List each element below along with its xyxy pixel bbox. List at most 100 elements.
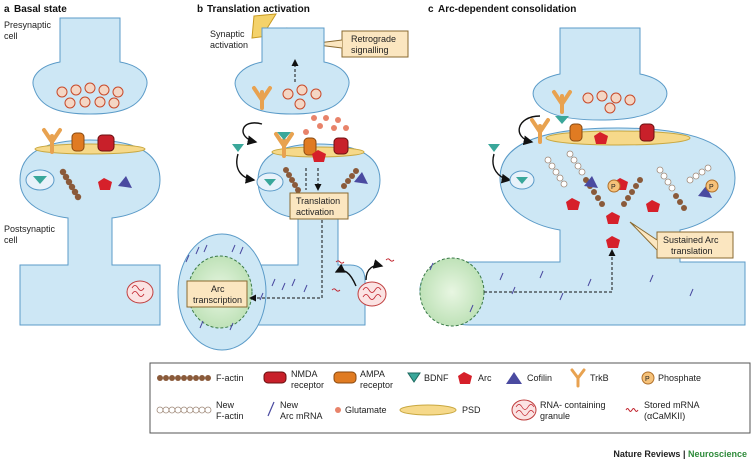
cofilin-c — [584, 176, 712, 198]
rna-granule-a — [126, 280, 154, 304]
panel-b: b Translation activation Synaptic activa… — [177, 4, 409, 351]
psd-a — [34, 143, 146, 155]
legend-phosphate-icon — [641, 371, 655, 385]
trkb-c — [530, 118, 550, 144]
credit-separator: | — [680, 449, 688, 459]
presynaptic-terminal-a — [32, 17, 148, 115]
presynaptic-label-2: cell — [4, 31, 18, 41]
synaptic-activation-1: Synaptic — [210, 29, 245, 39]
sustained-arc-pointer — [629, 221, 658, 251]
legend-factin — [157, 375, 211, 381]
stored-mrna-a — [131, 285, 145, 297]
legend-cofilin-icon — [506, 372, 522, 384]
ampa-c — [569, 123, 583, 142]
legend-ampa-icon — [333, 371, 357, 384]
panel-c-letter: c — [428, 4, 434, 15]
legend-nmda-icon — [263, 371, 287, 384]
factin-b — [283, 167, 301, 193]
bdnf-loop-arrow-c — [518, 115, 541, 146]
legend-new-arc-1: New — [280, 400, 299, 410]
phosphate-c: P P — [607, 179, 719, 193]
legend-cofilin-label: Cofilin — [527, 373, 552, 383]
legend-phosphate-label: Phosphate — [658, 373, 701, 383]
arc-a — [98, 178, 112, 190]
arc-transcription-box — [186, 280, 248, 308]
legend-nmda-1: NMDA — [291, 369, 318, 379]
nmda-a — [97, 134, 115, 152]
bdnf-secretion-arrow-c — [492, 153, 512, 184]
arc-transcription-1: Arc — [211, 284, 225, 294]
retrograde-box — [341, 30, 409, 58]
legend-psd-label: PSD — [462, 405, 481, 415]
translation-activation-box — [289, 192, 349, 220]
vesicles-a — [56, 82, 124, 109]
trkb-pre-c — [552, 90, 572, 114]
bdnf-in-granule-b — [264, 179, 276, 186]
bdnf-free-c — [488, 144, 500, 152]
factin-a — [59, 168, 82, 201]
granule-release-arrow-b — [334, 263, 357, 287]
phosphate-symbol-c1: P — [611, 184, 616, 191]
legend-arc-icon — [458, 372, 472, 384]
bdnf-pre-c — [555, 116, 569, 124]
legend-ampa-2: receptor — [360, 380, 393, 390]
bdnf-secretion-arrow-b — [236, 153, 256, 184]
retrograde-2: signalling — [351, 45, 389, 55]
arc-b-top — [312, 150, 326, 162]
panel-b-title: Translation activation — [207, 4, 310, 15]
cofilin-a — [118, 176, 132, 188]
bdnf-in-granule-c — [516, 177, 528, 184]
bdnf-b — [277, 132, 291, 140]
rna-granule-b — [357, 281, 387, 307]
bdnf-free-b — [232, 144, 244, 152]
credit-section: Neuroscience — [687, 449, 747, 459]
legend-stored-mrna-icon — [625, 408, 639, 412]
new-arc-mrna-b — [185, 244, 308, 331]
factin-c — [583, 177, 687, 211]
legend-glutamate-label: Glutamate — [345, 405, 387, 415]
trkb-pre-b — [252, 86, 272, 110]
sustained-arc-2: translation — [671, 246, 713, 256]
signal-to-nucleus-arrow-b — [249, 220, 323, 302]
nucleus-c — [419, 257, 485, 327]
ampa-b — [303, 137, 317, 156]
legend-rna-granule-strands — [515, 404, 535, 416]
legend-ampa-1: AMPA — [360, 369, 385, 379]
arc-c-cluster — [566, 178, 660, 248]
cofilin-b — [354, 172, 368, 184]
released-mrna-b — [331, 258, 395, 292]
legend-trkb-icon — [570, 368, 586, 388]
legend-phosphate-symbol: P — [645, 376, 650, 383]
legend-new-factin-2: F-actin — [216, 411, 244, 421]
legend-factin-label: F-actin — [216, 373, 244, 383]
bdnf-a — [33, 176, 47, 184]
credit-journal: Nature Reviews — [613, 449, 681, 459]
arc-transcription-2: transcription — [193, 295, 242, 305]
postsynaptic-label-2: cell — [4, 235, 18, 245]
mrna-transport-arrow-c — [484, 249, 616, 293]
glutamate-b — [303, 115, 349, 135]
vesicles-c — [582, 90, 636, 114]
sustained-arc-1: Sustained Arc — [663, 235, 719, 245]
legend-psd-icon — [399, 404, 457, 416]
new-factin-c — [544, 150, 712, 192]
nmda-c — [639, 123, 655, 142]
panel-c-title: Arc-dependent consolidation — [438, 4, 576, 15]
legend-rna-2: granule — [540, 411, 570, 421]
new-arc-mrna-c — [429, 262, 694, 313]
legend-arc-label: Arc — [478, 373, 492, 383]
vesicles-b — [282, 84, 322, 110]
legend-bdnf-label: BDNF — [424, 373, 449, 383]
translation-arrows-b — [305, 168, 318, 190]
legend-nmda-2: receptor — [291, 380, 324, 390]
journal-credit: Nature Reviews | Neuroscience — [613, 449, 747, 459]
panel-a-title: Basal state — [14, 4, 67, 15]
psd-c — [545, 130, 691, 146]
stored-mrna-b — [362, 287, 382, 300]
legend-stored-2: (αCaMKII) — [644, 411, 685, 421]
arc-c-top — [594, 132, 608, 144]
nmda-b — [333, 137, 349, 155]
panel-a: a Basal state Presynaptic cell Postsynap… — [4, 4, 161, 326]
